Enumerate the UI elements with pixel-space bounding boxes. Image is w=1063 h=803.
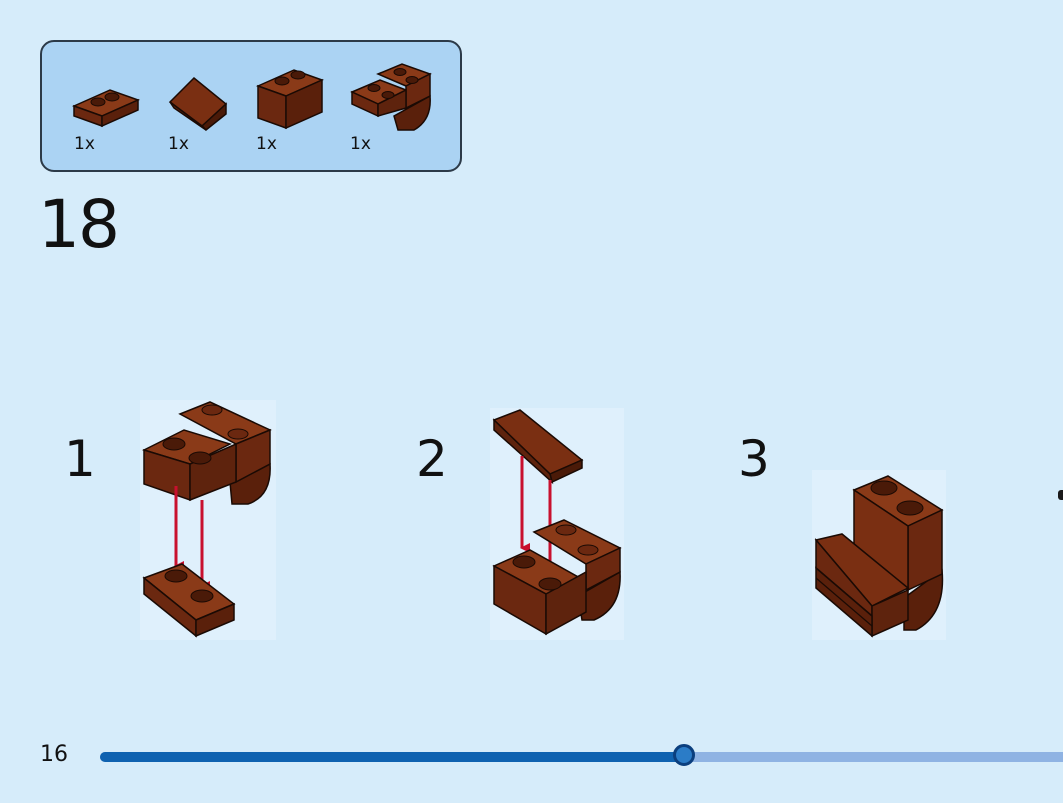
page-number: 16 — [40, 742, 68, 767]
substep-2-illustration — [490, 408, 624, 640]
progress-knob[interactable] — [672, 744, 695, 766]
assembly-1-icon — [141, 401, 272, 638]
substep-number: 1 — [64, 430, 96, 488]
part-quantity: 1x — [74, 134, 95, 154]
plate-1x2-icon — [72, 89, 141, 128]
slope-1x2-icon — [168, 76, 228, 132]
substep-number: 3 — [738, 430, 770, 488]
part-quantity: 1x — [168, 134, 189, 154]
parts-list-box: 1x 1x 1x — [40, 40, 462, 172]
assembly-2-icon — [492, 409, 622, 636]
part-quantity: 1x — [256, 134, 277, 154]
part-brick-1x2 — [254, 66, 326, 132]
progress-fill — [100, 752, 684, 762]
part-plate-1x2 — [72, 84, 142, 134]
page-edge-mark — [1058, 490, 1063, 500]
progress-bar — [100, 744, 1063, 766]
part-curved-brick-2x2 — [348, 60, 438, 134]
part-quantity: 1x — [350, 134, 371, 154]
curved-brick-icon — [350, 63, 432, 131]
step-number: 18 — [38, 186, 120, 263]
part-slope-1x2 — [166, 72, 230, 134]
substep-number: 2 — [416, 430, 448, 488]
brick-1x2-icon — [255, 69, 325, 130]
substep-3-illustration — [812, 470, 946, 640]
substep-1-illustration — [140, 400, 276, 640]
assembly-3-icon — [814, 475, 944, 638]
